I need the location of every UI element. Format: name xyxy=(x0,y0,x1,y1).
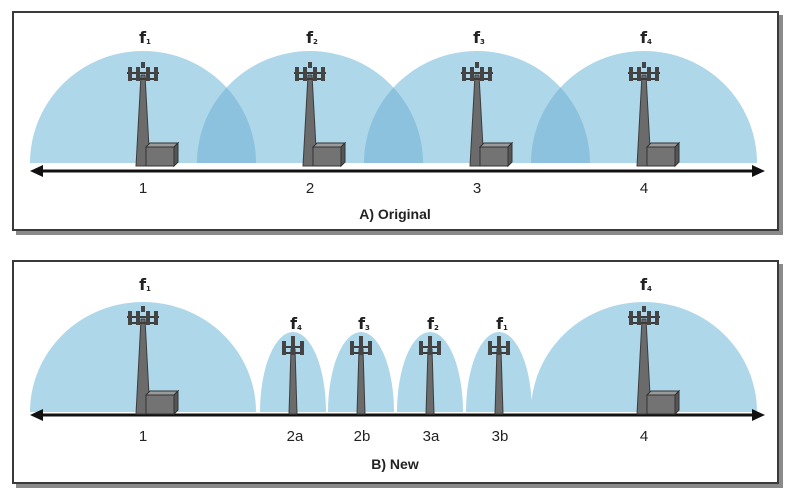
cell-coverage-diagram-new xyxy=(30,302,765,421)
frequency-label-site-1: f1 xyxy=(139,28,151,47)
arrow-left-icon xyxy=(30,409,43,421)
position-label-1: 1 xyxy=(138,180,148,197)
arrow-left-icon xyxy=(30,165,43,177)
position-label-3: 3 xyxy=(472,180,482,197)
frequency-label-site-3a: f2 xyxy=(427,314,439,333)
position-label-2b: 2b xyxy=(353,428,371,445)
position-label-1: 1 xyxy=(138,428,148,445)
position-label-2a: 2a xyxy=(286,428,304,445)
frequency-label-site-2b: f3 xyxy=(358,314,370,333)
cell-tower-icon xyxy=(127,62,180,168)
caption-new: B) New xyxy=(371,456,419,472)
caption-original: A) Original xyxy=(359,206,431,222)
arrow-right-icon xyxy=(752,409,765,421)
frequency-label-site-4: f4 xyxy=(640,28,652,47)
frequency-label-site-3: f3 xyxy=(473,28,485,47)
cell-tower-icon xyxy=(419,336,441,415)
position-label-4: 4 xyxy=(639,180,649,197)
arrow-right-icon xyxy=(752,165,765,177)
cell-coverage-diagram-original xyxy=(30,51,765,177)
cell-tower-icon xyxy=(461,62,514,168)
panel-new: f1 f4 f3 f2 f1 f4 1 2a 2b 3a 3b 4 B) New xyxy=(12,260,779,484)
frequency-label-site-2a: f4 xyxy=(290,314,302,333)
frequency-label-site-3b: f1 xyxy=(496,314,508,333)
cell-tower-icon xyxy=(628,62,681,168)
cell-tower-icon xyxy=(127,306,180,416)
axis-line xyxy=(30,165,765,177)
cell-tower-icon xyxy=(488,336,510,415)
cell-tower-icon xyxy=(628,306,681,416)
axis-line xyxy=(30,409,765,421)
frequency-label-site-2: f2 xyxy=(306,28,318,47)
position-label-4: 4 xyxy=(639,428,649,445)
frequency-label-site-1: f1 xyxy=(139,275,151,294)
position-label-3a: 3a xyxy=(422,428,440,445)
cell-tower-icon xyxy=(282,336,304,415)
cell-tower-icon xyxy=(294,62,347,168)
position-label-2: 2 xyxy=(305,180,315,197)
position-label-3b: 3b xyxy=(491,428,509,445)
cell-tower-icon xyxy=(350,336,372,415)
frequency-label-site-4: f4 xyxy=(640,275,652,294)
panel-original: f1 f2 f3 f4 1 2 3 4 A) Original xyxy=(12,11,779,231)
